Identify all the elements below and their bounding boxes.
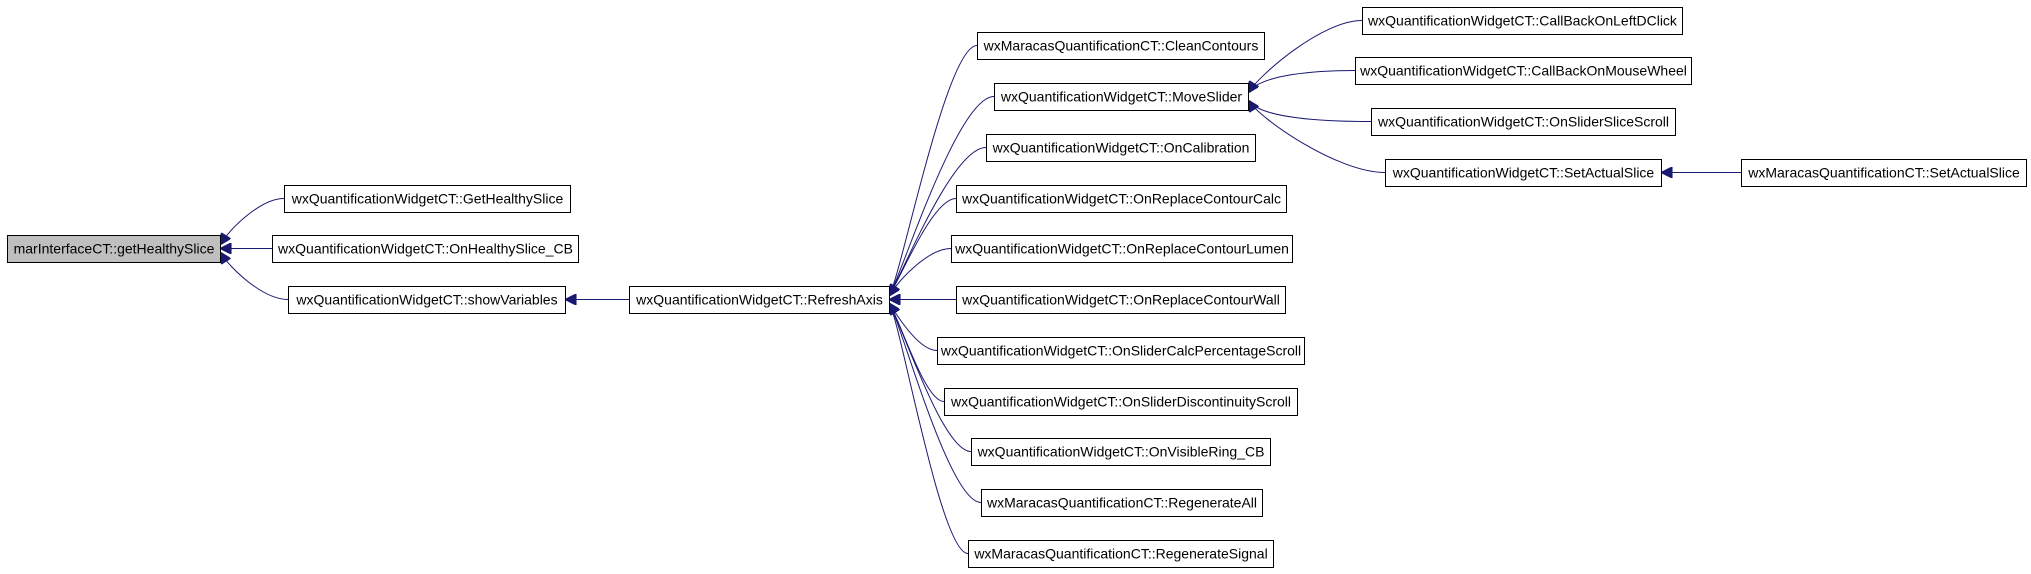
node-box [986, 134, 1256, 162]
node-box [951, 235, 1293, 263]
node-box [1741, 159, 2027, 187]
node-box [977, 32, 1265, 60]
node-label: wxMaracasQuantificationCT::RegenerateSig… [973, 546, 1267, 562]
node-label: wxQuantificationWidgetCT::CallBackOnMous… [1359, 63, 1687, 79]
edge-n-disc-to-n-refresh [889, 303, 945, 402]
node-box [937, 337, 1305, 365]
graph-node-n-leftd[interactable]: wxQuantificationWidgetCT::CallBackOnLeft… [1362, 7, 1683, 35]
edge-n-regenall-to-n-refresh [889, 303, 982, 503]
node-box [288, 286, 566, 314]
graph-node-n-disc[interactable]: wxQuantificationWidgetCT::OnSliderDiscon… [944, 388, 1298, 416]
edge-n-clean-to-n-refresh [889, 45, 978, 297]
graph-node-n-move[interactable]: wxQuantificationWidgetCT::MoveSlider [994, 83, 1249, 111]
node-label: wxQuantificationWidgetCT::OnReplaceConto… [954, 241, 1289, 257]
edge-n-showvars-to-root [220, 252, 289, 300]
node-label: wxMaracasQuantificationCT::SetActualSlic… [1747, 165, 2020, 181]
node-label: wxQuantificationWidgetCT::OnVisibleRing_… [977, 444, 1265, 460]
graph-node-n-wheel[interactable]: wxQuantificationWidgetCT::CallBackOnMous… [1355, 57, 1692, 85]
edges-layer [220, 20, 1741, 554]
graph-node-n-showvars[interactable]: wxQuantificationWidgetCT::showVariables [288, 286, 566, 314]
node-box [284, 185, 571, 213]
node-label: wxQuantificationWidgetCT::OnSliderCalcPe… [940, 343, 1301, 359]
node-label: wxQuantificationWidgetCT::SetActualSlice [1392, 165, 1655, 181]
graph-node-n-clean[interactable]: wxMaracasQuantificationCT::CleanContours [977, 32, 1265, 60]
node-box [981, 489, 1263, 517]
node-label: wxQuantificationWidgetCT::RefreshAxis [635, 292, 883, 308]
node-box [994, 83, 1249, 111]
graph-node-n-wall[interactable]: wxQuantificationWidgetCT::OnReplaceConto… [956, 286, 1286, 314]
graph-node-n-lumen[interactable]: wxQuantificationWidgetCT::OnReplaceConto… [951, 235, 1293, 263]
node-box [272, 235, 579, 263]
node-box [1385, 159, 1662, 187]
node-label: wxQuantificationWidgetCT::OnReplaceConto… [961, 292, 1280, 308]
graph-node-n-pct[interactable]: wxQuantificationWidgetCT::OnSliderCalcPe… [937, 337, 1305, 365]
edge-n-ring-to-n-refresh [889, 303, 972, 452]
graph-node-n-msetactual[interactable]: wxMaracasQuantificationCT::SetActualSlic… [1741, 159, 2027, 187]
edge-n-lumen-to-n-refresh [889, 248, 952, 297]
node-box [944, 388, 1298, 416]
graph-node-n-refresh[interactable]: wxQuantificationWidgetCT::RefreshAxis [629, 286, 890, 314]
edge-n-leftd-to-n-move [1248, 20, 1363, 94]
node-label: wxMaracasQuantificationCT::RegenerateAll [986, 495, 1257, 511]
node-box [971, 438, 1271, 466]
node-label: wxQuantificationWidgetCT::OnSliderSliceS… [1377, 114, 1669, 130]
node-box [1371, 108, 1676, 136]
graph-node-n-gethealthy[interactable]: wxQuantificationWidgetCT::GetHealthySlic… [284, 185, 571, 213]
node-box [956, 185, 1287, 213]
node-label: wxQuantificationWidgetCT::OnSliderDiscon… [950, 394, 1291, 410]
node-box [629, 286, 890, 314]
edge-n-regensig-to-n-refresh [889, 303, 969, 554]
node-box [956, 286, 1286, 314]
graph-node-root[interactable]: marInterfaceCT::getHealthySlice [7, 235, 221, 263]
node-label: wxQuantificationWidgetCT::showVariables [295, 292, 557, 308]
edge-n-wheel-to-n-move [1248, 70, 1356, 94]
graph-node-n-ring[interactable]: wxQuantificationWidgetCT::OnVisibleRing_… [971, 438, 1271, 466]
node-box [1355, 57, 1692, 85]
node-label: wxQuantificationWidgetCT::MoveSlider [1000, 89, 1243, 105]
node-label: marInterfaceCT::getHealthySlice [14, 241, 215, 257]
edge-n-calib-to-n-refresh [889, 147, 987, 297]
node-label: wxQuantificationWidgetCT::CallBackOnLeft… [1367, 13, 1678, 29]
nodes-layer: marInterfaceCT::getHealthySlicewxQuantif… [7, 7, 2027, 568]
edge-n-setactual-to-n-move [1248, 100, 1386, 173]
node-label: wxQuantificationWidgetCT::GetHealthySlic… [291, 191, 564, 207]
graph-node-n-regensig[interactable]: wxMaracasQuantificationCT::RegenerateSig… [968, 540, 1274, 568]
node-label: wxMaracasQuantificationCT::CleanContours [983, 38, 1259, 54]
graph-node-n-calc[interactable]: wxQuantificationWidgetCT::OnReplaceConto… [956, 185, 1287, 213]
graph-node-n-slicescroll[interactable]: wxQuantificationWidgetCT::OnSliderSliceS… [1371, 108, 1676, 136]
node-label: wxQuantificationWidgetCT::OnHealthySlice… [277, 241, 573, 257]
graph-node-n-regenall[interactable]: wxMaracasQuantificationCT::RegenerateAll [981, 489, 1263, 517]
node-label: wxQuantificationWidgetCT::OnCalibration [992, 140, 1250, 156]
edge-n-gethealthy-to-root [220, 198, 285, 246]
node-box [7, 235, 221, 263]
graph-node-n-calib[interactable]: wxQuantificationWidgetCT::OnCalibration [986, 134, 1256, 162]
graph-node-n-onhealthycb[interactable]: wxQuantificationWidgetCT::OnHealthySlice… [272, 235, 579, 263]
node-box [968, 540, 1274, 568]
node-label: wxQuantificationWidgetCT::OnReplaceConto… [961, 191, 1281, 207]
node-box [1362, 7, 1683, 35]
edge-n-move-to-n-refresh [889, 96, 995, 297]
graph-node-n-setactual[interactable]: wxQuantificationWidgetCT::SetActualSlice [1385, 159, 1662, 187]
